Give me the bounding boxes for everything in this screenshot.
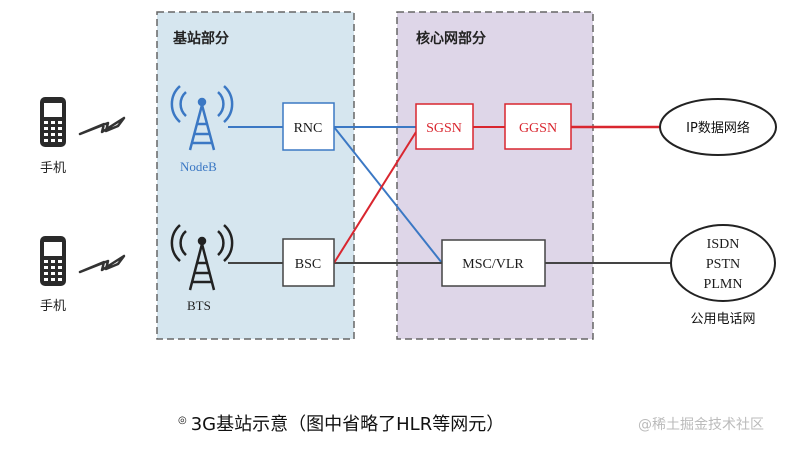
ip-network-cloud [659, 98, 777, 156]
base-station-zone-title: 基站部分 [173, 30, 229, 47]
core-network-zone-title: 核心网部分 [416, 30, 486, 47]
bsc-node [282, 238, 335, 287]
bsc-label: BSC [295, 257, 321, 272]
wireless-top-icon [78, 116, 126, 136]
caption-mark: ◎ [178, 415, 187, 426]
ip-network-label: IP数据网络 [686, 120, 750, 136]
caption-text: 3G基站示意（图中省略了HLR等网元） [190, 414, 505, 435]
ggsn-label: GGSN [519, 121, 557, 136]
watermark: @稀土掘金技术社区 [638, 417, 764, 433]
link-bsc-sgsn [333, 131, 417, 264]
phone-top-icon [40, 97, 66, 147]
nodeb-label: NodeB [180, 159, 217, 174]
core-network-zone [396, 11, 594, 340]
bts-label: BTS [187, 298, 211, 313]
public-network-plmn: PLMN [704, 277, 743, 292]
link-rnc-msc [333, 126, 443, 264]
figure-caption: ◎3G基站示意（图中省略了HLR等网元） [178, 410, 504, 436]
wireless-bottom-icon [78, 254, 126, 274]
public-network-isdn: ISDN [707, 237, 740, 252]
nodeb-tower-icon [170, 85, 234, 151]
public-network-pstn: PSTN [706, 257, 740, 272]
rnc-node [282, 102, 335, 151]
sgsn-node [415, 103, 474, 150]
sgsn-label: SGSN [426, 121, 462, 136]
ggsn-node [504, 103, 572, 150]
phone-top-label: 手机 [40, 161, 66, 176]
links [228, 125, 672, 264]
public-network-cloud [670, 224, 776, 302]
base-station-zone [156, 11, 355, 340]
phone-bottom-icon [40, 236, 66, 286]
msc-vlr-label: MSC/VLR [462, 257, 524, 272]
phone-bottom-label: 手机 [40, 299, 66, 314]
rnc-label: RNC [294, 121, 323, 136]
public-network-caption: 公用电话网 [690, 312, 755, 327]
bts-tower-icon [170, 224, 234, 291]
msc-vlr-node [441, 239, 546, 287]
